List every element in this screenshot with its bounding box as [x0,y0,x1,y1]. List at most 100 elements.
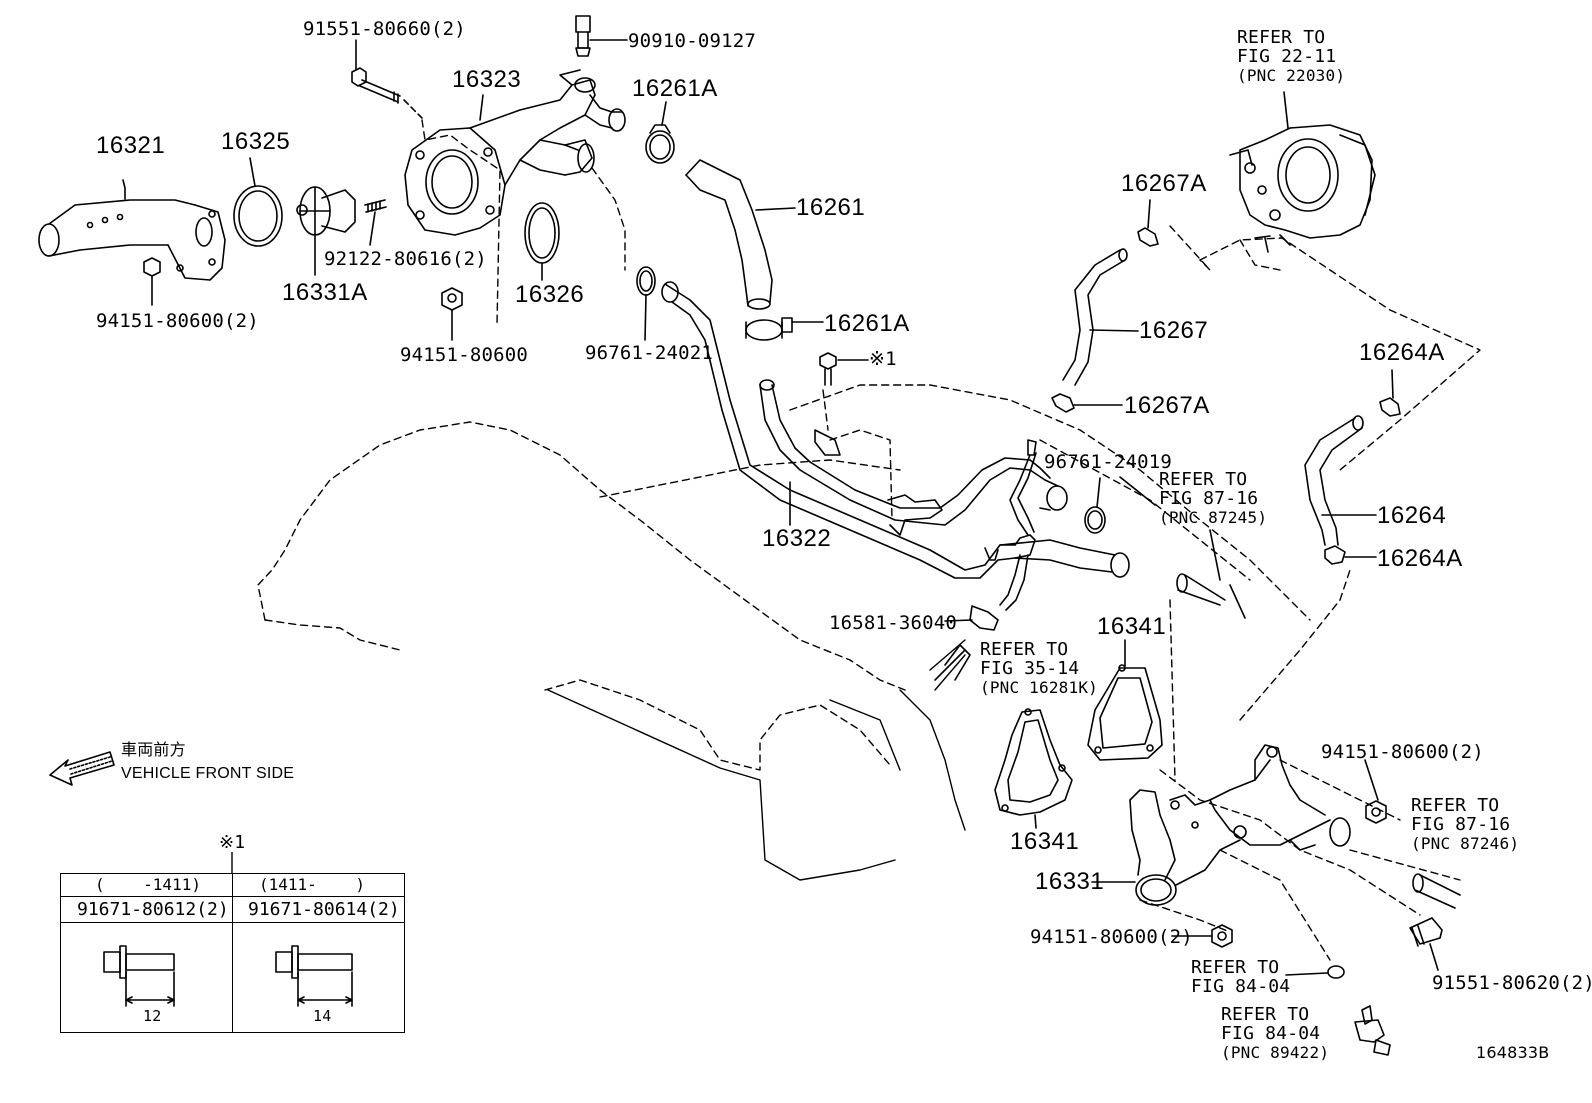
hose-16264 [1305,416,1376,545]
ref-fig-84-04-b-line-3: (PNC 89422) [1221,1043,1330,1062]
lbl-16261A-top: 16261A [632,75,718,102]
leader-87245 [1120,477,1155,505]
ref-fig-84-04-b-line-1: REFER TO [1221,1004,1310,1025]
ref-fig-84-04-a-line-2: FIG 84-04 [1191,976,1291,997]
gasket-16341-top [1088,640,1162,760]
lbl-fig-code: 164833B [1476,1043,1550,1062]
lbl-16261: 16261 [796,194,866,221]
bolt-variant-table: ( -1411) (1411- ) 91671-80612(2) 91671-8… [60,873,405,1033]
ref-fig-87-16-a-line-1: REFER TO [1159,469,1248,490]
throttle-body [1230,92,1375,252]
sensor-89422 [1355,1006,1390,1055]
ref-fig-87-16-b-line-2: FIG 87-16 [1411,814,1511,835]
lbl-16331A: 16331A [282,279,368,306]
table-col2-range: (1411- ) [259,875,365,894]
lbl-90910-09127: 90910-09127 [628,30,757,52]
clamp-16267a-top [1138,200,1158,246]
lbl-96761-24021: 96761-24021 [585,342,714,364]
table-bolt-14-icon [276,946,352,1006]
lbl-16267A-bot: 16267A [1124,392,1210,419]
gasket-16341-bot [995,709,1072,828]
vehicle-front-arrow-icon [50,752,114,785]
clamp-16581-36040 [935,606,998,680]
clamp-16261a-mid [746,318,823,340]
bolt-91551-80660 [352,40,422,118]
ref-fig-87-16-a-line-3: (PNC 87245) [1159,508,1268,527]
ref-fig-22-11-line-1: REFER TO [1237,27,1326,48]
nut-94151-b [442,288,462,340]
lbl-16264: 16264 [1377,502,1447,529]
lbl-16267A-top: 16267A [1121,170,1207,197]
table-col1-range: ( -1411) [95,875,201,894]
lbl-16581-36040: 16581-36040 [829,612,958,634]
vehicle-front-en: VEHICLE FRONT SIDE [121,765,295,782]
ref-fig-84-04-b-line-2: FIG 84-04 [1221,1023,1321,1044]
ref-fig-35-14-line-2: FIG 35-14 [980,658,1080,679]
lbl-16261A-mid: 16261A [824,310,910,337]
lbl-94151-80600-a: 94151-80600(2) [96,310,259,332]
oring-96761-24021 [637,267,655,340]
oring-84-04 [1286,966,1344,978]
table-col1-dim: 12 [143,1007,162,1025]
stud-92122 [365,200,386,245]
hose-87246 [1413,874,1460,908]
vehicle-front-jp: 車両前方 [121,740,186,759]
table-note-mark: ※1 [219,832,246,853]
part-16331a-thermostat [297,187,355,275]
oring-96761-24019 [1085,478,1105,533]
table-bolt-12-icon [104,946,174,1006]
lbl-16322: 16322 [762,525,832,552]
table-col2-part: 91671-80614(2) [248,899,400,920]
bolt-note-1 [820,353,868,385]
hose-87245 [1177,530,1245,618]
engine-edges [548,640,965,880]
lbl-16326: 16326 [515,281,585,308]
part-16325-gasket [234,158,282,246]
ref-fig-87-16-b-line-1: REFER TO [1411,795,1500,816]
ref-fig-35-14-line-1: REFER TO [980,639,1069,660]
ref-fig-87-16-b-line-3: (PNC 87246) [1411,834,1520,853]
lbl-16264A-top: 16264A [1359,339,1445,366]
ref-fig-22-11-line-2: FIG 22-11 [1237,46,1337,67]
part-16323-housing [405,70,625,235]
lbl-92122-80616: 92122-80616(2) [324,248,487,270]
nut-94151-c [1365,760,1386,823]
ref-fig-84-04-a-line-1: REFER TO [1191,957,1280,978]
part-16331-outlet [1092,745,1350,905]
lbl-16264A-bot: 16264A [1377,545,1463,572]
clamp-16264a-bot [1325,546,1376,564]
pipe-16322 [662,282,1129,610]
lbl-16331: 16331 [1035,868,1105,895]
part-16321-outlet [39,180,225,280]
table-col2-dim: 14 [313,1007,332,1025]
engine-outline [258,120,1480,960]
hose-16261 [686,160,795,309]
lbl-16267: 16267 [1139,317,1209,344]
ref-fig-35-14-line-3: (PNC 16281K) [980,678,1098,697]
lbl-91551-80620: 91551-80620(2) [1432,972,1592,994]
lbl-94151-80600-d: 94151-80600(2) [1030,926,1193,948]
lbl-16341-bot: 16341 [1010,828,1080,855]
part-90910-09127-sensor [576,16,627,56]
clamp-16261a-top [646,102,674,163]
hose-16267 [1063,249,1138,385]
table-col1-part: 91671-80612(2) [77,899,229,920]
clamp-16267a-bot [1052,394,1122,412]
clamp-16264a-top [1380,370,1400,416]
lbl-16321: 16321 [96,132,166,159]
bolt-91551-80620 [1410,918,1442,970]
lbl-note-mark: ※1 [869,348,897,370]
nut-94151-a [144,258,160,305]
lbl-16341-top: 16341 [1097,613,1167,640]
lbl-96761-24019: 96761-24019 [1044,451,1173,473]
table-note-tick [227,852,237,882]
part-16326-gasket [525,203,559,280]
